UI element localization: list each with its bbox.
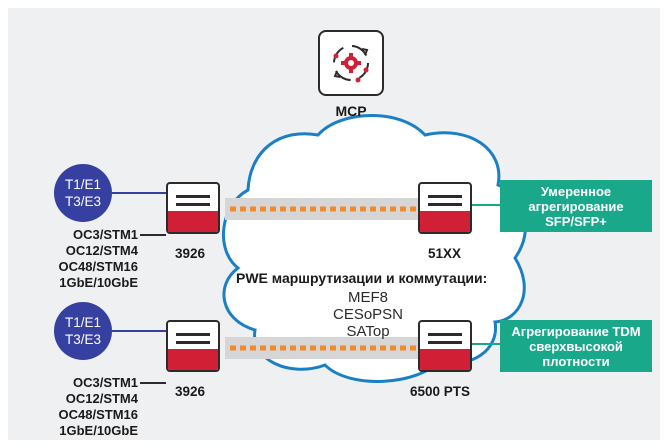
device-label: 6500 PTS bbox=[410, 384, 471, 399]
badge-line: T1/E1 bbox=[64, 315, 102, 330]
note-line: SFP/SFP+ bbox=[545, 213, 607, 229]
interface-item: OC3/STM1 bbox=[72, 227, 138, 242]
cloud-outline bbox=[222, 114, 527, 383]
automation-gear-icon bbox=[333, 45, 369, 83]
pwe-item: CESoPSN bbox=[332, 306, 404, 323]
mcp-box bbox=[318, 30, 384, 96]
interface-list-1: OC3/STM1 OC12/STM4 OC48/STM16 1GbE/10GbE bbox=[14, 227, 138, 291]
device-3926-top bbox=[166, 182, 220, 234]
badge-line: T1/E1 bbox=[64, 177, 102, 192]
tdm-badge-1: T1/E1 T3/E3 bbox=[54, 164, 112, 222]
pwe-item: SATop bbox=[346, 323, 390, 340]
note-moderate-aggregation: Умеренное агрегирование SFP/SFP+ bbox=[500, 180, 652, 232]
interface-item: 1GbE/10GbE bbox=[59, 275, 138, 290]
note-line: агрегирование bbox=[528, 198, 624, 214]
interface-item: OC12/STM4 bbox=[65, 243, 138, 258]
note-line: Агрегирование TDM bbox=[511, 323, 641, 339]
device-label: 3926 bbox=[175, 384, 206, 399]
pwe-title: PWE маршрутизации и коммутации: bbox=[236, 270, 488, 286]
interface-item: OC48/STM16 bbox=[58, 259, 138, 274]
interface-item: 1GbE/10GbE bbox=[59, 423, 138, 438]
device-3926-bottom bbox=[166, 320, 220, 372]
pwe-item: MEF8 bbox=[347, 289, 388, 306]
note-line: Умеренное bbox=[540, 183, 612, 199]
device-label: 51XX bbox=[428, 246, 462, 261]
mcp-label: MCP bbox=[335, 103, 367, 119]
note-line: сверхвысокой bbox=[529, 338, 623, 354]
interface-item: OC12/STM4 bbox=[65, 391, 138, 406]
interface-list-2: OC3/STM1 OC12/STM4 OC48/STM16 1GbE/10GbE bbox=[14, 375, 138, 439]
interface-item: OC3/STM1 bbox=[72, 375, 138, 390]
note-tdm-aggregation: Агрегирование TDM сверхвысокой плотности bbox=[500, 320, 652, 372]
badge-line: T3/E3 bbox=[64, 332, 102, 347]
badge-line: T3/E3 bbox=[64, 194, 102, 209]
device-6500-pts bbox=[418, 320, 472, 372]
interface-item: OC48/STM16 bbox=[58, 407, 138, 422]
device-label: 3926 bbox=[175, 246, 206, 261]
note-line: плотности bbox=[542, 353, 610, 369]
device-51xx bbox=[418, 182, 472, 234]
tdm-badge-2: T1/E1 T3/E3 bbox=[54, 302, 112, 360]
